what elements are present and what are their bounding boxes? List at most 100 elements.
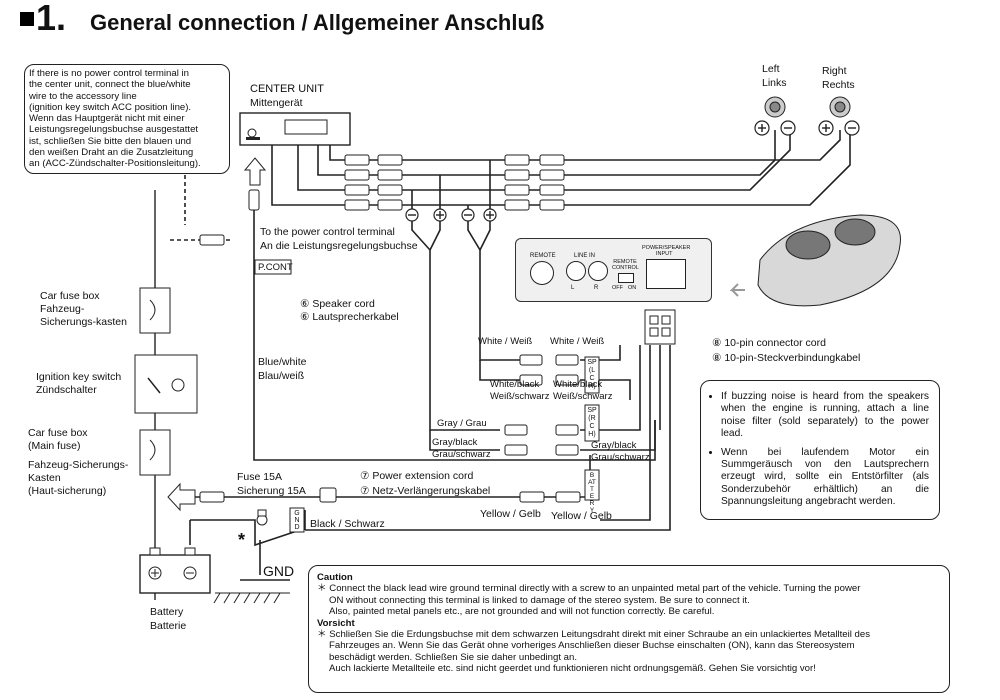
wire-gray-label: Gray / Grau [437, 418, 487, 429]
connector-cord-label: ⑧ 10-pin connector cord [712, 337, 826, 350]
wire-wb-label-2: White/black [553, 379, 603, 390]
ten-pin-connector-icon [644, 309, 676, 345]
main-fuse-label4: Kasten [28, 472, 61, 484]
ext-cord-label-de: ⑦ Netz-Verlängerungskabel [360, 485, 490, 498]
note-noise-filter: If buzzing noise is heard from the speak… [700, 380, 940, 520]
caution-box: Caution ＊ Connect the black lead wire gr… [308, 565, 950, 693]
speaker-wire-left-neg [297, 130, 791, 191]
battery-label: Battery [150, 606, 184, 618]
caution-en-text1: Connect the black lead wire ground termi… [329, 583, 861, 595]
sp-lch-block [584, 356, 600, 394]
gnd-tag: GND [294, 510, 300, 531]
caution-en-line3: Also, painted metal panels etc., are not… [329, 606, 715, 618]
speaker-cord-de: Lautsprecherkabel [312, 311, 399, 323]
vorsicht-title: Vorsicht [317, 617, 355, 629]
sp-rch-block [584, 404, 600, 442]
note-left-line: den weißen Draht an die Zusatzleitung [29, 147, 194, 159]
panel-line-in-label: LINE IN [574, 253, 596, 259]
speaker-cord-en: Speaker cord [312, 298, 375, 310]
panel-remote-label: REMOTE [530, 253, 556, 259]
caution-en-line1: ＊ Connect the black lead wire ground ter… [317, 583, 861, 595]
wire-gb-label-2: Gray/black [591, 440, 637, 451]
blue-white-label-de: Blau/weiß [258, 370, 305, 382]
main-fuse-label1: Car fuse box [28, 427, 88, 439]
note-right-bullet-de: Wenn bei laufendem Motor ein Summgeräusc… [721, 447, 929, 509]
fuse-box-label: Car fuse box [40, 290, 100, 302]
caution-de-line4: Auch lackierte Metallteile etc. sind nic… [329, 663, 816, 675]
battery-tag: BATTERY [588, 472, 596, 514]
ignition-label-de: Zündschalter [36, 384, 97, 396]
pcont-tag-block [254, 259, 292, 275]
speaker-right-icon [829, 96, 851, 118]
wire-wb-label: White/black [490, 379, 540, 390]
caution-de-line3: beschädigt werden. Schließen Sie sie dah… [329, 651, 578, 663]
fuse-15a-label-de: Sicherung 15A [237, 485, 306, 497]
sp-lch-tag: SP (LCH) [587, 359, 597, 390]
fuse-box-label-de1: Fahzeug- [40, 303, 85, 315]
speaker-left-label: Left [762, 63, 780, 75]
panel-on-label: ON [628, 285, 637, 291]
caution-en-line2: ON without connecting this terminal is l… [329, 594, 750, 606]
wire-wb-label-2-de: Weiß/schwarz [553, 391, 613, 402]
panel-power-speaker-label: POWER/SPEAKER [642, 245, 691, 251]
speaker-right-label: Right [822, 65, 847, 77]
wire-gb-label: Gray/black [432, 437, 478, 448]
wire-gb-label-de: Grau/schwarz [432, 449, 491, 460]
panel-r-label: R [594, 285, 599, 291]
connector-cord-num: ⑧ [712, 337, 722, 349]
subwoofer-unit-icon [729, 214, 901, 307]
ext-cord-en: Power extension cord [372, 470, 474, 482]
rear-panel: REMOTE LINE IN L R REMOTE CONTROL OFF ON… [515, 238, 712, 302]
ext-cord-de: Netz-Verlängerungskabel [372, 485, 491, 497]
note-left-line: Wenn das Hauptgerät nicht mit einer [29, 113, 185, 125]
note-power-control: If there is no power control terminal in… [24, 64, 230, 174]
center-unit-label: CENTER UNIT [250, 83, 324, 95]
main-fuse-label5: (Haut-sicherung) [28, 485, 107, 497]
speaker-wire-right-neg [271, 130, 851, 206]
line-in-r-jack-icon [588, 261, 608, 281]
connector-cord-num: ⑧ [712, 352, 722, 364]
header-square-marker [20, 12, 34, 26]
connector-cord-en: 10-pin connector cord [724, 337, 826, 349]
main-fuse-label3: Fahzeug-Sicherungs- [28, 459, 129, 471]
speaker-wire-right-pos [329, 130, 841, 161]
power-speaker-socket-icon [646, 259, 686, 289]
note-left-line: an (ACC-Zündschalter-Positionsleitung). [29, 158, 201, 170]
line-in-l-jack-icon [566, 261, 586, 281]
connector-cord-de: 10-pin-Steckverbindungkabel [724, 352, 861, 364]
center-unit-label-de: Mittengerät [250, 97, 303, 109]
wire-yellow-label-2: Yellow / Gelb [551, 510, 612, 522]
speaker-cord-label-de: ⑥ Lautsprecherkabel [300, 311, 399, 324]
left-arrow-icon [167, 482, 196, 512]
note-left-line: wire to the accessory line [29, 90, 137, 102]
note-left-line: Leistungsregelungsbuchse ausgestattet [29, 124, 199, 136]
panel-l-label: L [571, 285, 575, 291]
section-number: 1. [36, 0, 67, 38]
wire-wb-label-de: Weiß/schwarz [490, 391, 550, 402]
battery-tag-block [584, 469, 600, 501]
speaker-wire-left-pos [317, 130, 776, 176]
note-right-bullet-en: If buzzing noise is heard from the speak… [721, 391, 929, 441]
caution-de-line2: Fahrzeuges an. Wenn Sie das Gerät ohne v… [329, 640, 855, 652]
gnd-tag-block [289, 507, 305, 533]
panel-remote-control-label: REMOTE CONTROL [612, 259, 639, 271]
battery-label-de: Batterie [150, 620, 187, 632]
battery-icon [139, 547, 211, 594]
speaker-right-label-de: Rechts [822, 79, 855, 91]
note-left-line: (ignition key switch ACC position line). [29, 101, 192, 113]
speaker-left-label-de: Links [762, 77, 787, 89]
power-control-label-de: An die Leistungsregelungsbuchse [260, 240, 418, 252]
asterisk-mark: * [238, 530, 246, 550]
panel-off-label: OFF [612, 285, 623, 291]
ignition-label: Ignition key switch [36, 371, 122, 383]
ext-cord-num: ⑦ [360, 470, 370, 482]
note-left-line: ist, schließen Sie bitte den blauen und [29, 135, 192, 147]
ext-cord-num: ⑦ [360, 485, 370, 497]
panel-input-label: INPUT [656, 251, 673, 257]
ext-cord-label: ⑦ Power extension cord [360, 470, 473, 483]
speaker-left-icon [764, 96, 786, 118]
caution-de-text1: Schließen Sie die Erdungsbuchse mit dem … [329, 629, 870, 641]
remote-control-switch[interactable] [618, 273, 634, 283]
sp-rch-tag: SP (RCH) [587, 407, 597, 438]
wire-gb-label-2-de: Grau/schwarz [591, 452, 650, 463]
